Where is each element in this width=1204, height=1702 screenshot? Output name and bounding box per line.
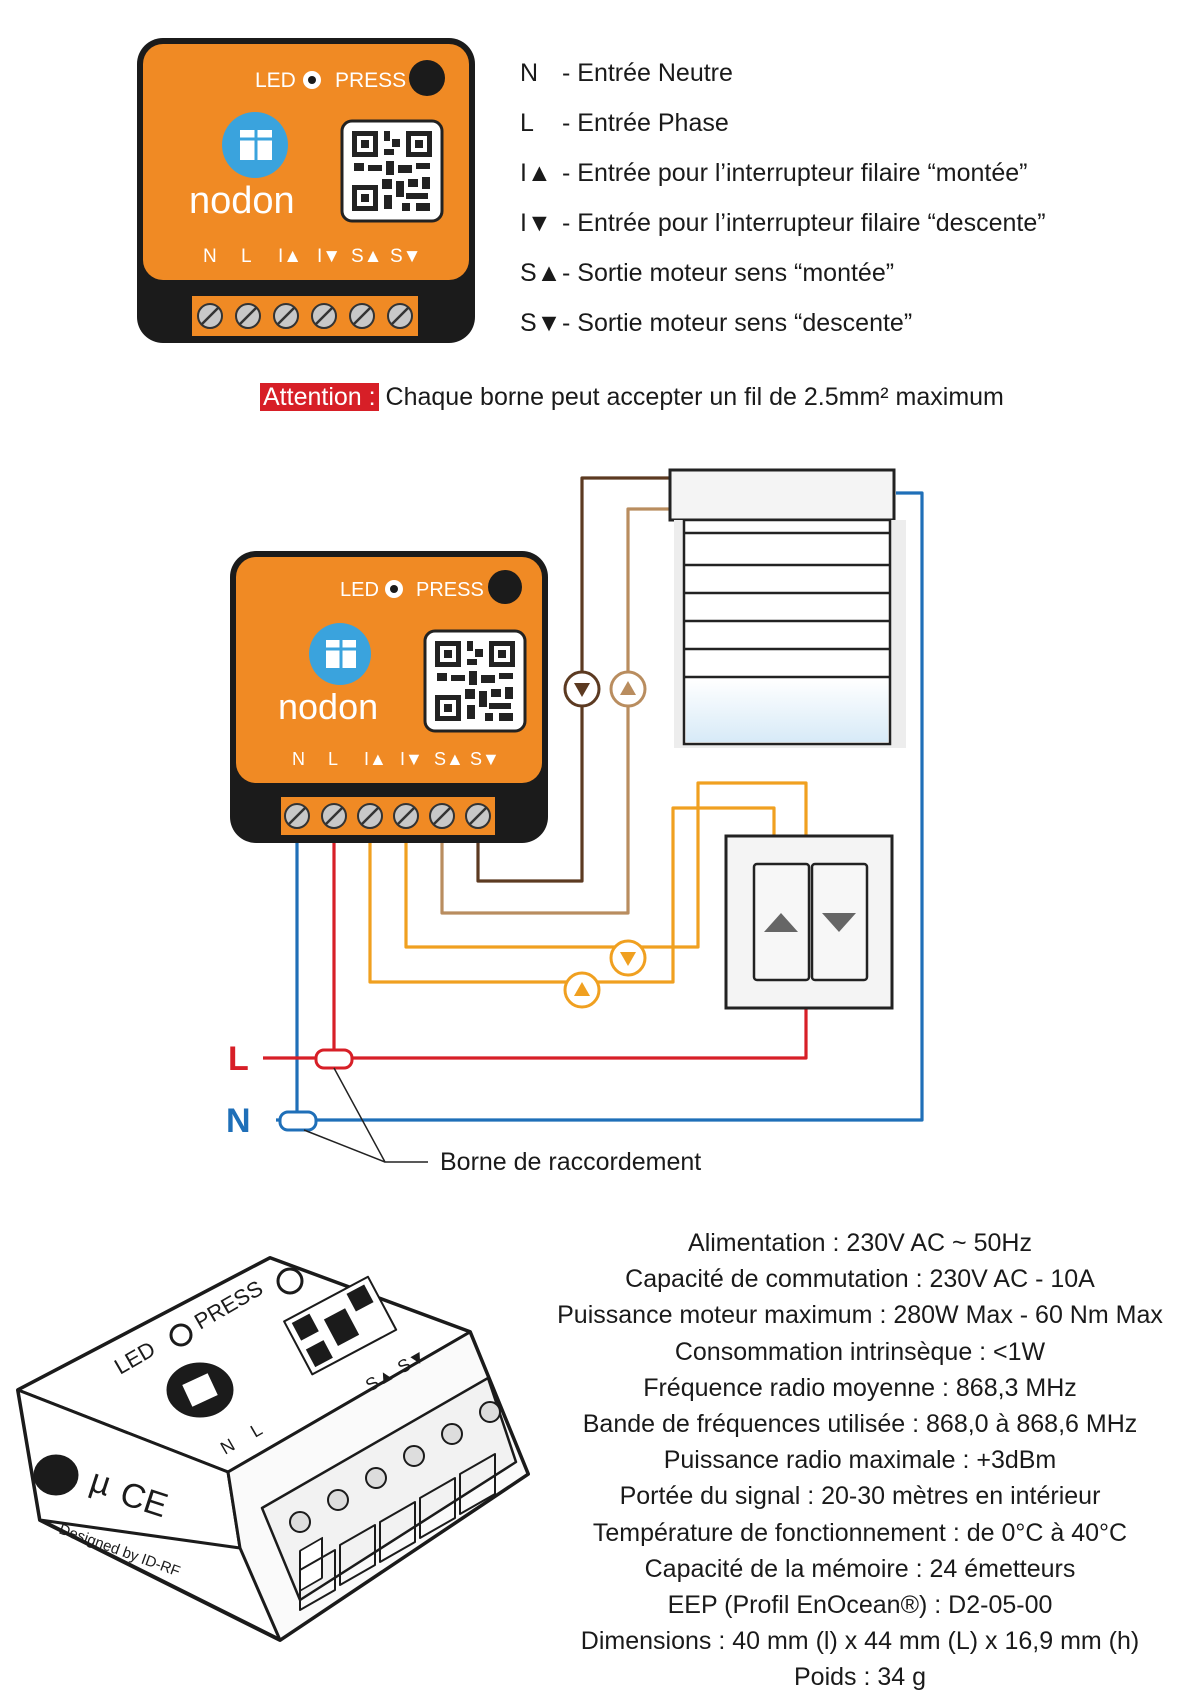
- mid-press-label: PRESS: [416, 579, 484, 601]
- svg-text:S▲: S▲: [351, 246, 382, 267]
- spec-item: Capacité de commutation : 230V AC - 10A: [625, 1265, 1095, 1294]
- wall-switch: [724, 834, 894, 1010]
- svg-text:I▼: I▼: [400, 749, 423, 769]
- mid-led-label: LED: [340, 579, 379, 601]
- svg-text:N: N: [203, 246, 217, 267]
- wires: [263, 476, 924, 1122]
- legend-symbol: I▲: [520, 159, 552, 187]
- legend-text: - Entrée pour l’interrupteur filaire “mo…: [562, 159, 1028, 187]
- svg-text:I▲: I▲: [278, 246, 302, 267]
- attention-text: Chaque borne peut accepter un fil de 2.5…: [378, 383, 1004, 411]
- direction-markers: [563, 670, 647, 1009]
- svg-text:N: N: [292, 749, 305, 769]
- spec-item: EEP (Profil EnOcean®) : D2-05-00: [667, 1591, 1053, 1620]
- legend-item: I▼ - Entrée pour l’interrupteur filaire “…: [520, 198, 1046, 248]
- top-terminal-labels: N L I▲ I▼ S▲ S▼: [203, 246, 421, 267]
- legend-text: - Sortie moteur sens “montée”: [562, 259, 895, 287]
- press-button-icon: [276, 1267, 304, 1295]
- spec-list: Alimentation : 230V AC ~ 50Hz Capacité d…: [540, 1225, 1180, 1696]
- legend-item: N - Entrée Neutre: [520, 48, 1046, 98]
- legend-symbol: S▲: [520, 259, 562, 287]
- attention-tag: Attention :: [260, 383, 379, 411]
- legend-symbol: N: [520, 59, 539, 87]
- legend-text: - Entrée Phase: [562, 109, 729, 137]
- mid-terminal-labels: N L I▲ I▼ S▲ S▼: [292, 749, 500, 769]
- spec-item: Capacité de la mémoire : 24 émetteurs: [644, 1554, 1076, 1583]
- svg-text:L: L: [328, 749, 338, 769]
- blind-logo-icon: [33, 1454, 79, 1496]
- top-device: LED PRESS nodon N L I▲ I▼ S▲ S▼: [137, 38, 475, 343]
- spec-item: Puissance radio maximale : +3dBm: [663, 1446, 1057, 1475]
- svg-text:L: L: [241, 246, 252, 267]
- product-illustration: LED PRESS N L S▲ S▼ µ CE Designed by ID-…: [16, 1256, 530, 1642]
- legend-text: - Entrée pour l’interrupteur filaire “de…: [562, 209, 1046, 237]
- legend-symbol: S▼: [520, 309, 562, 337]
- legend-item: I▲ - Entrée pour l’interrupteur filaire “…: [520, 148, 1046, 198]
- legend-item: S▲- Sortie moteur sens “montée”: [520, 248, 1046, 298]
- svg-text:S▲: S▲: [434, 749, 464, 769]
- spec-item: Portée du signal : 20-30 mètres en intér…: [619, 1482, 1101, 1511]
- svg-text:S▼: S▼: [470, 749, 500, 769]
- legend-text: - Sortie moteur sens “descente”: [562, 309, 913, 337]
- legend-text: - Entrée Neutre: [562, 59, 733, 87]
- spec-item: Fréquence radio moyenne : 868,3 MHz: [643, 1373, 1077, 1402]
- legend-symbol: L: [520, 109, 534, 137]
- connector-label: Borne de raccordement: [440, 1148, 702, 1176]
- legend-symbol: I▼: [520, 209, 552, 237]
- spec-item: Puissance moteur maximum : 280W Max - 60…: [557, 1301, 1163, 1330]
- terminal-legend: N - Entrée Neutre L - Entrée Phase I▲ - Ent…: [520, 48, 1046, 348]
- top-brand-logo: nodon: [189, 180, 295, 222]
- spec-item: Consommation intrinsèque : <1W: [674, 1337, 1046, 1366]
- middle-device: LED PRESS nodon N L I▲ I▼ S▲ S▼: [230, 551, 548, 843]
- legend-item: S▼- Sortie moteur sens “descente”: [520, 298, 1046, 348]
- connectors: [278, 1048, 428, 1163]
- roller-shutter: [668, 468, 906, 748]
- spec-item: Température de fonctionnement : de 0°C à…: [592, 1518, 1128, 1547]
- n-wire-label: N: [226, 1102, 251, 1140]
- svg-text:I▼: I▼: [317, 246, 341, 267]
- top-press-label: PRESS: [335, 69, 406, 92]
- attention-note: Attention : Chaque borne peut accepter u…: [260, 383, 1004, 412]
- mid-brand-logo: nodon: [278, 686, 378, 727]
- mid-qr-code: [423, 629, 527, 733]
- svg-text:I▲: I▲: [364, 749, 387, 769]
- press-button-icon: [488, 570, 522, 604]
- svg-text:S▼: S▼: [390, 246, 421, 267]
- top-led-label: LED: [255, 69, 296, 92]
- press-button-icon: [409, 60, 445, 96]
- top-qr-code: [340, 119, 444, 223]
- legend-item: L - Entrée Phase: [520, 98, 1046, 148]
- spec-item: Dimensions : 40 mm (l) x 44 mm (L) x 16,…: [580, 1627, 1140, 1656]
- spec-item: Alimentation : 230V AC ~ 50Hz: [688, 1229, 1032, 1257]
- spec-item: Poids : 34 g: [793, 1663, 927, 1692]
- spec-item: Bande de fréquences utilisée : 868,0 à 8…: [582, 1410, 1138, 1439]
- l-wire-label: L: [228, 1040, 249, 1078]
